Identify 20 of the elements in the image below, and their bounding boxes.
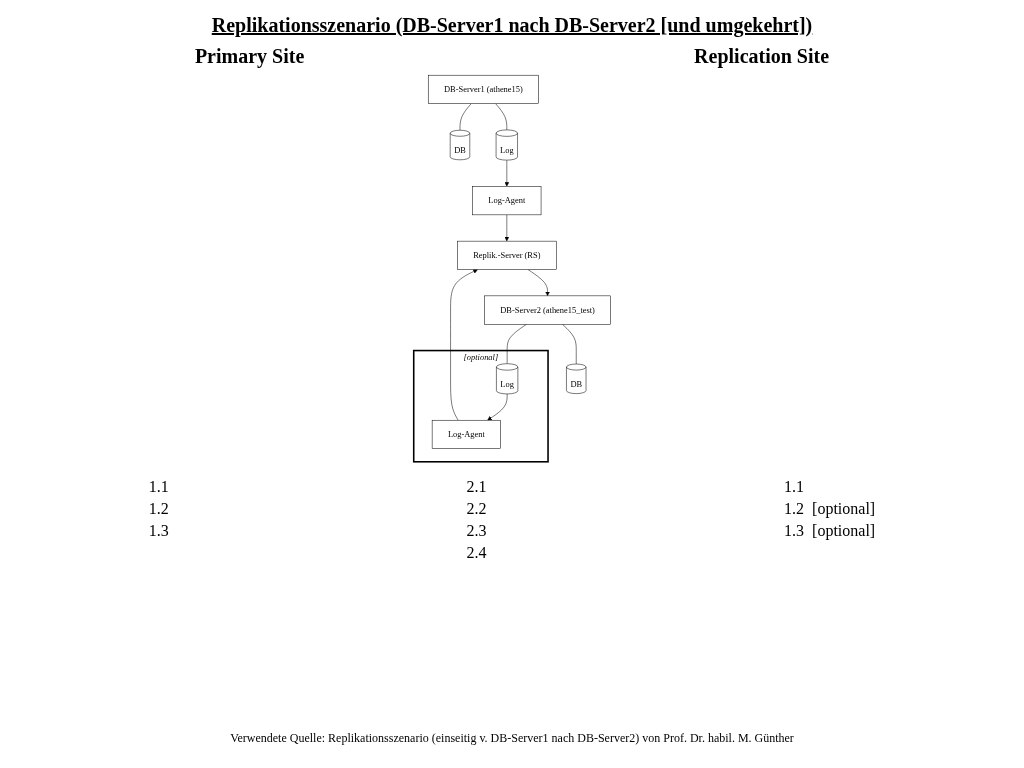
- node-box: DB-Server2 (athene15_test): [484, 295, 611, 325]
- step-number: 1.2: [148, 500, 169, 518]
- step-number: 2.1: [466, 478, 487, 496]
- node-box: DB-Server1 (athene15): [427, 74, 539, 104]
- step-number: 1.3 [optional]: [784, 522, 876, 540]
- step-number: 2.3: [466, 522, 487, 540]
- step-number: 1.3: [148, 522, 169, 540]
- node-box: Log-Agent: [472, 185, 542, 215]
- connector: [506, 323, 527, 364]
- source-caption: Verwendete Quelle: Replikationsszenario (einseitig v. DB-Server1 nach DB-Server2) von Prof. Dr. habil. M. Günther: [229, 731, 795, 746]
- diagram-title: Replikationsszenario (DB-Server1 nach DB-Server2 [und umgekehrt]): [210, 14, 814, 37]
- step-number: 1.1: [784, 478, 806, 496]
- node-box: Replik.-Server (RS): [456, 240, 557, 270]
- step-number: 1.1: [148, 478, 169, 496]
- step-number: 1.2 [optional]: [784, 500, 876, 518]
- node-box: Log-Agent: [431, 419, 501, 449]
- step-number: 2.4: [466, 544, 487, 562]
- step-number: 2.2: [466, 500, 487, 518]
- site-heading: Primary Site: [194, 45, 305, 68]
- site-heading: Replication Site: [694, 45, 830, 68]
